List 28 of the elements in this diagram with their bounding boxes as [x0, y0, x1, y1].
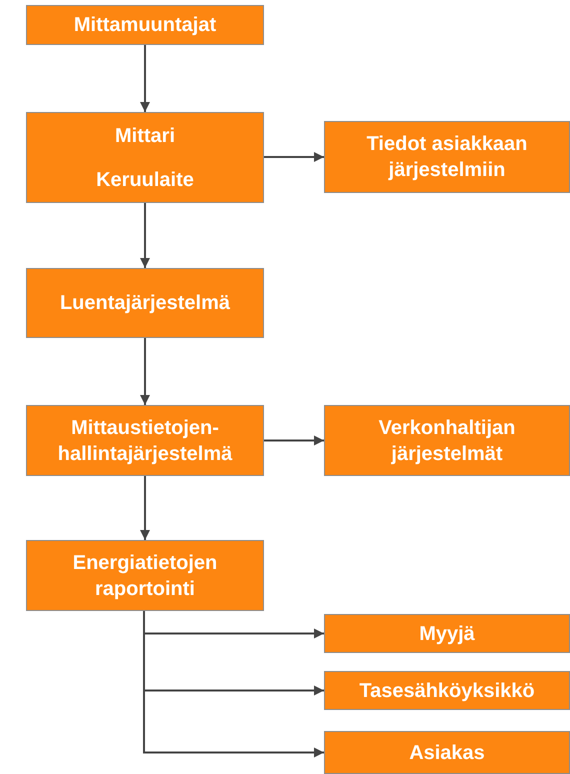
process-box	[324, 121, 570, 193]
arrow	[264, 436, 324, 446]
process-box	[26, 112, 264, 203]
box-label: Mittaustietojen-hallintajärjestelmä	[56, 416, 234, 466]
box-label: Tiedot asiakkaan järjestelmiin	[366, 132, 528, 183]
process-box	[324, 614, 570, 653]
box-label: Verkonhaltijan järjestelmät	[378, 416, 516, 466]
arrow	[140, 338, 150, 405]
box-label: Mittari	[115, 124, 175, 148]
box-label: Energiatietojen raportointi	[72, 550, 218, 602]
process-box	[324, 671, 570, 710]
arrow	[140, 203, 150, 268]
arrow	[143, 611, 324, 758]
arrow	[140, 45, 150, 112]
process-box	[26, 5, 264, 45]
box-label: Luentajärjestelmä	[60, 291, 230, 316]
box-label: Myyjä	[419, 622, 475, 646]
process-box	[26, 268, 264, 338]
box-label: Tasesähköyksikkö	[359, 678, 535, 704]
box-label: Mittamuuntajat	[74, 13, 216, 38]
process-box	[26, 405, 264, 476]
arrow	[140, 476, 150, 540]
box-label: Asiakas	[409, 740, 485, 766]
box-label: Keruulaite	[96, 168, 194, 192]
arrow	[264, 152, 324, 162]
process-box	[324, 731, 570, 774]
process-box	[324, 405, 570, 476]
process-box	[26, 540, 264, 611]
